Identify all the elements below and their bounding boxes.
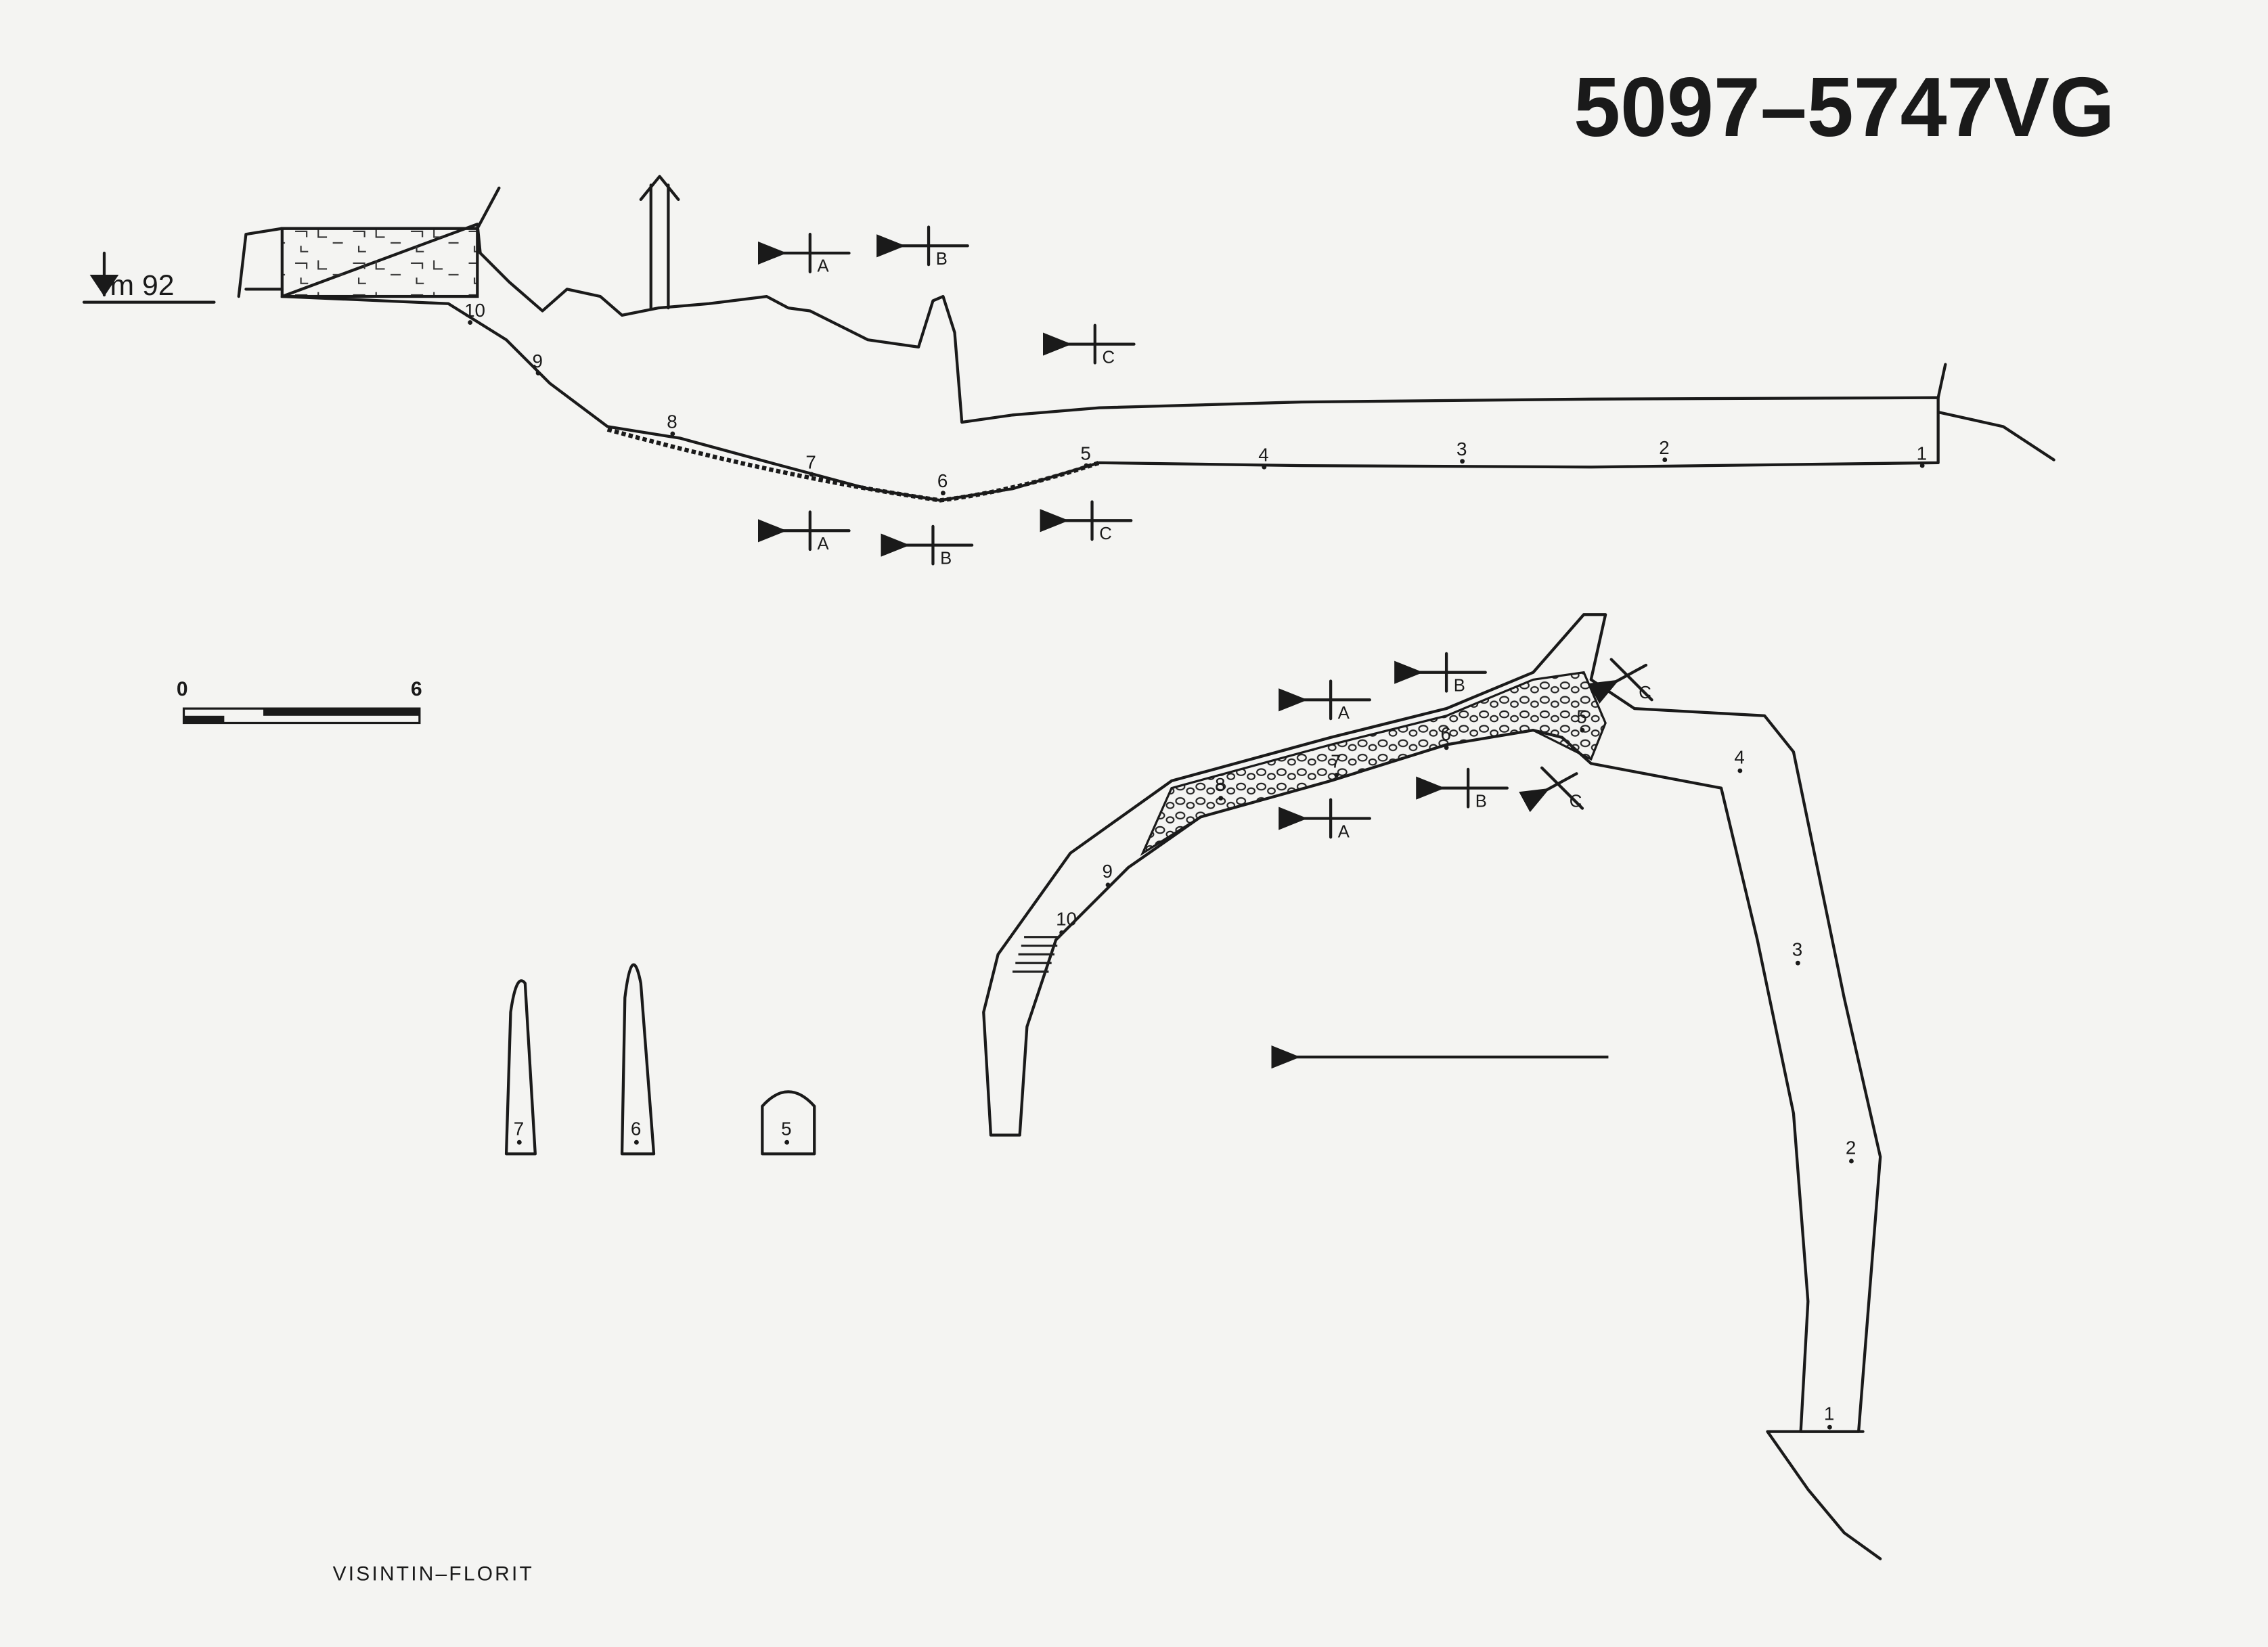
plan-station-label: 1 bbox=[1824, 1403, 1834, 1424]
plan-station-label: 7 bbox=[1331, 751, 1341, 772]
profile-station-label: 5 bbox=[1080, 443, 1090, 464]
section-marker-label: B bbox=[1454, 676, 1465, 695]
profile-station-label: 9 bbox=[533, 351, 543, 371]
section-marker-arrow-icon bbox=[1066, 325, 1136, 363]
station-point bbox=[516, 1140, 522, 1145]
profile-station-label: 7 bbox=[805, 451, 816, 472]
survey-title: 5097–5747VG bbox=[1574, 61, 2114, 154]
section-marker-arrow-icon bbox=[1417, 654, 1487, 692]
station-point bbox=[1662, 457, 1668, 462]
station-point bbox=[1460, 459, 1465, 464]
plan-station-label: 10 bbox=[1056, 909, 1077, 930]
section-marker-label: A bbox=[818, 257, 830, 276]
section-marker-arrow-icon bbox=[904, 526, 974, 564]
station-point bbox=[1444, 745, 1449, 750]
station-point bbox=[941, 491, 946, 496]
section-marker-label: A bbox=[1338, 704, 1350, 723]
section-marker-label: A bbox=[818, 535, 830, 554]
station-point bbox=[1334, 772, 1339, 777]
plan-station-label: 5 bbox=[1576, 706, 1586, 727]
plan-station-label: 4 bbox=[1734, 746, 1744, 767]
cave-plan-view bbox=[982, 613, 1882, 1560]
section-marker-arrow-icon bbox=[1542, 768, 1584, 809]
profile-station-label: 6 bbox=[937, 470, 948, 491]
section-marker-arrow-icon bbox=[1302, 681, 1371, 719]
station-point bbox=[1262, 464, 1267, 470]
profile-station-label: 1 bbox=[1917, 443, 1927, 464]
station-point bbox=[1580, 727, 1585, 733]
station-point bbox=[633, 1140, 639, 1145]
station-point bbox=[1737, 768, 1743, 773]
section-marker-label: A bbox=[1338, 822, 1350, 841]
shaft bbox=[649, 183, 670, 310]
station-point bbox=[1849, 1158, 1854, 1164]
station-point bbox=[468, 320, 473, 325]
plan-station-label: 3 bbox=[1792, 939, 1802, 960]
section-marker-label: C bbox=[1099, 524, 1112, 543]
section-marker-label: C bbox=[1102, 348, 1115, 367]
section-marker-arrow-icon bbox=[1063, 502, 1133, 540]
section-marker-arrow-icon bbox=[781, 234, 851, 272]
station-point bbox=[1084, 463, 1089, 468]
section-marker-arrow-icon bbox=[1611, 659, 1653, 700]
section-marker-label: B bbox=[1475, 792, 1487, 811]
cross-section-label: 6 bbox=[631, 1119, 641, 1140]
section-marker-arrow-icon bbox=[899, 227, 969, 265]
profile-station-label: 2 bbox=[1659, 437, 1669, 458]
elevation-label: m 92 bbox=[110, 269, 175, 302]
station-point bbox=[1795, 960, 1800, 966]
section-marker-label: B bbox=[936, 250, 948, 269]
plan-station-label: 9 bbox=[1102, 861, 1112, 882]
station-point bbox=[535, 370, 541, 376]
profile-station-label: 4 bbox=[1258, 445, 1268, 466]
section-marker-arrow-icon bbox=[781, 512, 851, 549]
plan-station-label: 2 bbox=[1846, 1137, 1856, 1158]
profile-station-label: 3 bbox=[1457, 438, 1467, 459]
section-marker-label: C bbox=[1639, 683, 1651, 702]
plan-station-label: 8 bbox=[1215, 774, 1225, 795]
section-marker-label: C bbox=[1570, 792, 1582, 811]
station-point bbox=[1059, 930, 1065, 935]
cross-sections bbox=[504, 963, 816, 1156]
plan-station-label: 6 bbox=[1441, 723, 1451, 744]
elevation-marker: m 92 bbox=[82, 251, 216, 304]
station-point bbox=[1919, 463, 1925, 468]
cross-section-label: 5 bbox=[781, 1119, 791, 1140]
scale-bar: 0 6 bbox=[177, 678, 422, 725]
scale-end-label: 6 bbox=[411, 678, 422, 700]
cave-profile-section bbox=[237, 175, 2055, 503]
station-point bbox=[809, 472, 814, 477]
section-marker-arrow-icon bbox=[1302, 800, 1371, 838]
section-marker-arrow-icon bbox=[1439, 769, 1509, 807]
section-marker-label: B bbox=[940, 549, 952, 568]
station-point bbox=[784, 1140, 790, 1145]
scale-start-label: 0 bbox=[177, 678, 188, 700]
elevation-triangle-icon bbox=[89, 275, 119, 297]
station-point bbox=[1827, 1424, 1832, 1430]
shaft-up-arrow-icon bbox=[639, 175, 680, 202]
author-credit: VISINTIN–FLORIT bbox=[333, 1563, 534, 1585]
cross-section-label: 7 bbox=[514, 1119, 524, 1140]
profile-station-label: 8 bbox=[667, 411, 677, 432]
profile-station-label: 10 bbox=[464, 300, 485, 321]
station-point bbox=[670, 431, 675, 436]
station-point bbox=[1105, 882, 1111, 888]
station-point bbox=[1218, 796, 1224, 801]
